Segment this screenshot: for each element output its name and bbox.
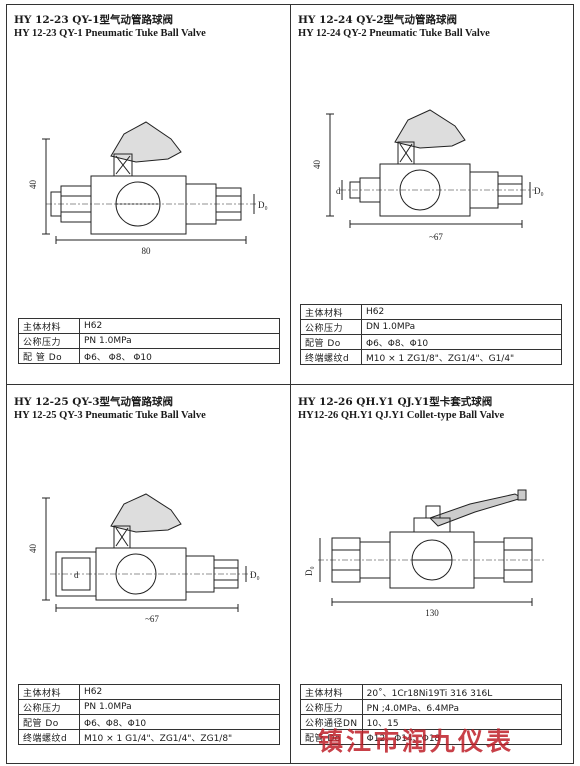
valve-drawing-qh: D₀ 130 <box>304 489 546 618</box>
dim-height: 40 <box>28 544 38 554</box>
panel-title-en: HY 12-24 QY-2 Pneumatic Tuke Ball Valve <box>298 28 490 39</box>
spec-key: 配管 Do <box>300 334 362 350</box>
spec-key: 配 管 Do <box>18 348 80 364</box>
panel-title-cn: HY 12-23 QY-1型气动管路球阀 <box>14 14 174 26</box>
spec-key: 公称压力 <box>300 699 363 715</box>
spec-key: 主体材料 <box>300 304 362 320</box>
spec-value: PN ;4.0MPa、6.4MPa <box>361 699 563 715</box>
spec-value: Φ6、 Φ8、 Φ10 <box>79 348 280 364</box>
dim-length: ~67 <box>145 614 159 624</box>
spec-value: H62 <box>79 684 280 700</box>
company-watermark: 镇江市润九仪表 <box>318 727 515 756</box>
panel-qh: HY 12-26 QH.Y1 QJ.Y1型卡套式球阀 HY12-26 QH.Y1… <box>290 384 574 764</box>
spec-key: 公称压力 <box>18 333 80 349</box>
panel-title-en: HY 12-25 QY-3 Pneumatic Tuke Ball Valve <box>14 410 206 421</box>
spec-value: M10 × 1 ZG1/8"、ZG1/4"、G1/4" <box>361 349 562 365</box>
panel-title-cn: HY 12-24 QY-2型气动管路球阀 <box>298 14 458 26</box>
spec-key: 配管 Do <box>18 714 80 730</box>
spec-value: Φ6、Φ8、Φ10 <box>79 714 280 730</box>
dim-height: 40 <box>312 160 322 170</box>
spec-value: H62 <box>361 304 562 320</box>
dim-port: D₀ <box>304 566 314 576</box>
panel-qy3: HY 12-25 QY-3型气动管路球阀 HY 12-25 QY-3 Pneum… <box>6 384 290 764</box>
spec-value: PN 1.0MPa <box>79 333 280 349</box>
valve-drawing-qy1: 40 80 D₀ <box>28 121 268 256</box>
horizontal-divider <box>6 384 574 385</box>
spec-key: 公称压力 <box>300 319 362 335</box>
panel-title-en: HY12-26 QH.Y1 QJ.Y1 Collet-type Ball Val… <box>298 410 505 421</box>
dim-d: d <box>336 186 341 196</box>
panel-title-en: HY 12-23 QY-1 Pneumatic Tuke Ball Valve <box>14 28 206 39</box>
spec-value: PN 1.0MPa <box>79 699 280 715</box>
panel-title-cn: HY 12-25 QY-3型气动管路球阀 <box>14 396 174 408</box>
dim-length: 130 <box>425 608 439 618</box>
spec-value: Φ6、Φ8、Φ10 <box>361 334 562 350</box>
spec-value: DN 1.0MPa <box>361 319 562 335</box>
spec-value: Φ12、Φ14、Φ18 <box>361 729 563 745</box>
spec-key: 终端螺纹d <box>300 349 362 365</box>
panel-qy2: HY 12-24 QY-2型气动管路球阀 HY 12-24 QY-2 Pneum… <box>290 4 574 384</box>
valve-drawing-qy2: 40 d ~67 D₀ <box>312 109 544 242</box>
dim-length: ~67 <box>429 232 443 242</box>
spec-value: H62 <box>79 318 280 334</box>
valve-drawing-qy3: 40 d ~67 D₀ <box>28 493 260 624</box>
dim-port: D₀ <box>258 200 268 210</box>
spec-key: 终端螺纹d <box>18 729 80 745</box>
panel-title-cn: HY 12-26 QH.Y1 QJ.Y1型卡套式球阀 <box>298 396 493 408</box>
spec-key: 主体材料 <box>300 684 363 700</box>
spec-value: M10 × 1 G1/4"、ZG1/4"、ZG1/8" <box>79 729 280 745</box>
dim-height: 40 <box>28 180 38 190</box>
spec-key: 公称压力 <box>18 699 80 715</box>
dim-length: 80 <box>142 246 152 256</box>
dim-port: D₀ <box>534 186 544 196</box>
panel-qy1: HY 12-23 QY-1型气动管路球阀 HY 12-23 QY-1 Pneum… <box>6 4 290 384</box>
dim-port: D₀ <box>250 570 260 580</box>
dim-d: d <box>74 570 79 580</box>
spec-key: 主体材料 <box>18 684 80 700</box>
spec-value: 20˚、1Cr18Ni19Ti 316 316L <box>361 684 563 700</box>
spec-key: 主体材料 <box>18 318 80 334</box>
